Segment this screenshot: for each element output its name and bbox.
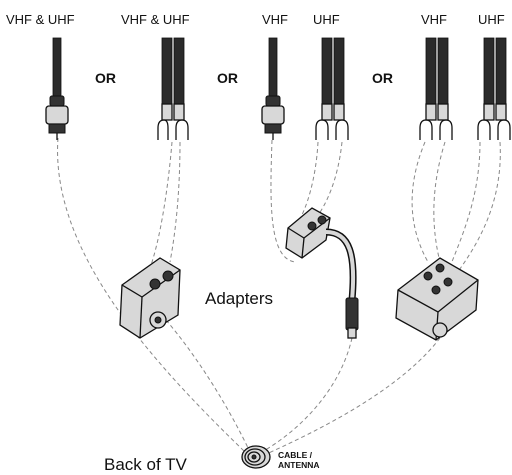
adapter-block-1: [119, 257, 181, 339]
or-label-1: OR: [95, 70, 116, 86]
tv-antenna-connector: [241, 445, 271, 469]
twin-lead-1: [157, 37, 189, 140]
or-label-3: OR: [372, 70, 393, 86]
adapter-block-2: [285, 207, 359, 339]
cable-antenna-label-line1: CABLE /: [278, 450, 313, 460]
label-vhf-3: VHF: [262, 12, 288, 27]
label-uhf-3: UHF: [313, 12, 340, 27]
twin-lead-3: [419, 37, 453, 140]
adapter-block-3: [395, 257, 479, 341]
label-uhf-4: UHF: [478, 12, 505, 27]
label-vhf-4: VHF: [421, 12, 447, 27]
or-label-2: OR: [217, 70, 238, 86]
twin-lead-2: [315, 37, 349, 140]
coax-lead-2: [261, 37, 285, 140]
back-of-tv-label: Back of TV: [104, 455, 187, 474]
label-vhf-uhf-2: VHF & UHF: [121, 12, 190, 27]
coax-lead-1: [45, 37, 69, 140]
twin-lead-4: [477, 37, 511, 140]
adapters-label: Adapters: [205, 289, 273, 308]
cable-antenna-label-line2: ANTENNA: [278, 460, 320, 470]
label-vhf-uhf-1: VHF & UHF: [6, 12, 75, 27]
connection-wires: [57, 137, 501, 457]
